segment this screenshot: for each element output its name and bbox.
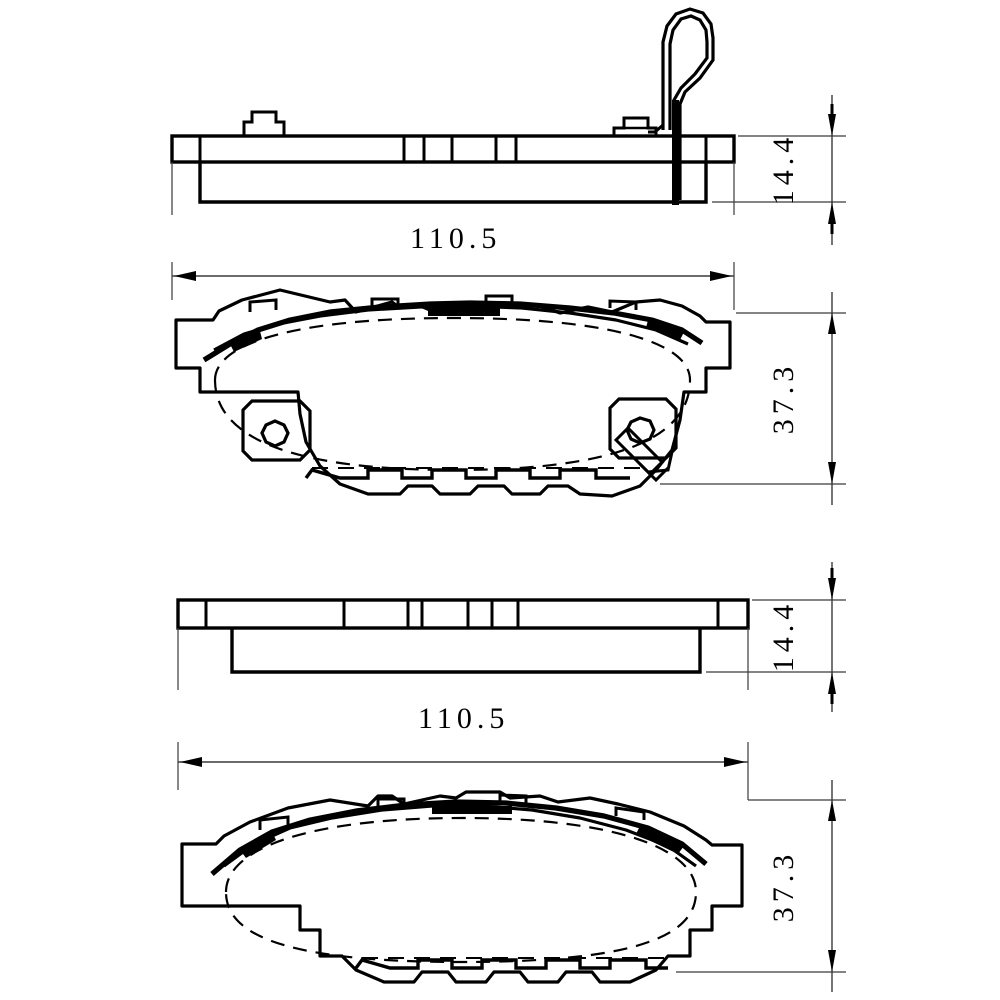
backing-plate-tab-left <box>242 110 286 138</box>
dimension-14-4-top: 14.4 <box>712 95 846 245</box>
dimension-label-thickness-bottom: 14.4 <box>767 600 800 673</box>
dimension-label-height-bottom: 37.3 <box>767 850 800 923</box>
dimension-label-length-top: 110.5 <box>410 222 501 255</box>
view-2-face-with-sensor: 37.3 <box>171 262 846 505</box>
friction-material-contour-view4 <box>210 799 708 876</box>
pad-outline-view2 <box>174 288 732 498</box>
dimension-110-5-view4 <box>177 742 749 800</box>
dimension-label-thickness-top: 14.4 <box>767 133 800 206</box>
dimension-37-3-view2: 37.3 <box>660 292 846 505</box>
friction-material-profile <box>198 162 708 204</box>
pad-outline-view4 <box>180 790 744 984</box>
dimension-110-5-top: 110.5 <box>171 162 735 255</box>
wear-sensor-clip-icon <box>648 7 715 205</box>
friction-material-contour-view2 <box>202 300 704 363</box>
hidden-contour-view2 <box>213 316 692 472</box>
shim-notch-tabs-view4 <box>258 793 646 830</box>
backing-plate-profile <box>170 134 736 164</box>
view-1-side-with-sensor: 110.5 14.4 <box>170 7 846 255</box>
dimension-14-4-bottom: 14.4 <box>706 562 846 712</box>
shim-notch-tabs-view2 <box>248 294 638 312</box>
mounting-hole-left <box>241 399 312 462</box>
dimension-110-5-view2 <box>171 262 735 310</box>
view-4-face-plain: 37.3 <box>177 742 846 992</box>
backing-plate-profile-2 <box>176 598 750 630</box>
dimension-label-length-bottom: 110.5 <box>418 702 509 735</box>
hidden-contour-view4 <box>224 816 698 964</box>
dimension-label-height-top: 37.3 <box>767 362 800 435</box>
sensor-bracket-tab <box>612 116 658 138</box>
bottom-notch-edge-view2 <box>304 467 648 480</box>
mounting-hole-right <box>608 397 678 483</box>
dimension-37-3-view4: 37.3 <box>676 780 846 992</box>
dimension-110-5-bottom: 110.5 <box>177 628 749 735</box>
friction-material-profile-2 <box>230 628 702 674</box>
view-3-side-plain: 110.5 14.4 <box>176 562 846 735</box>
bottom-notch-edge-view4 <box>354 957 668 970</box>
